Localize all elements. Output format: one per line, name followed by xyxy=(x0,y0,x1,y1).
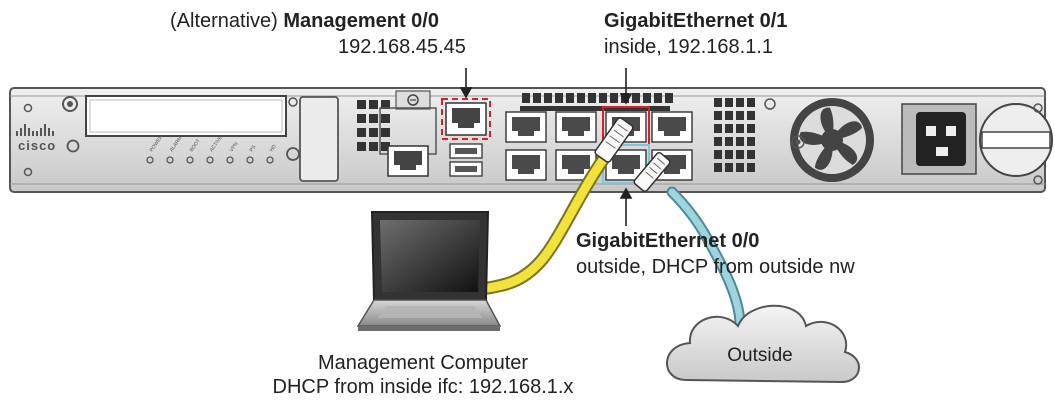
mgmt-name: Management 0/0 xyxy=(283,10,439,32)
mgmt-port-label: (Alternative) Management 0/0 xyxy=(170,10,439,32)
cloud-label: Outside xyxy=(727,345,792,366)
rack-ear-left xyxy=(23,96,78,177)
mgmt-prefix: (Alternative) xyxy=(170,10,284,32)
led-ps xyxy=(246,156,254,164)
cisco-logo: cisco xyxy=(16,124,80,153)
ge00-name: GigabitEthernet 0/0 xyxy=(576,230,759,252)
led-label-vpn: VPN xyxy=(229,141,240,153)
management-0-0-port xyxy=(441,98,491,140)
ge01-name-text: GigabitEthernet 0/1 xyxy=(604,10,788,32)
computer-label-line1: Management Computer xyxy=(317,352,529,374)
data-port-r1-c0 xyxy=(505,149,547,181)
led-boot xyxy=(186,156,194,164)
ge00-name-text: GigabitEthernet 0/0 xyxy=(576,230,760,252)
brand-text: cisco xyxy=(18,138,56,153)
ge01-desc: inside, 192.168.1.1 xyxy=(604,36,774,58)
expansion-slot xyxy=(85,95,300,161)
power-inlet xyxy=(901,103,977,175)
usb-ports xyxy=(449,143,483,177)
fan xyxy=(764,98,874,182)
ge01-name: GigabitEthernet 0/1 xyxy=(604,10,787,32)
computer-label-line2: DHCP from inside ifc: 192.168.1.x xyxy=(272,376,574,398)
console-bezel xyxy=(299,96,339,182)
outside-cloud: Outside xyxy=(666,304,860,384)
data-port-r0-c1 xyxy=(555,111,597,143)
led-label-ps: PS xyxy=(249,144,258,153)
led-vpn xyxy=(226,156,234,164)
data-port-r0-c3 xyxy=(651,111,693,143)
led-power xyxy=(146,156,154,164)
mgmt-port-highlight xyxy=(441,98,491,140)
vent-grill-right xyxy=(714,98,755,172)
mgmt-ip: 192.168.45.45 xyxy=(338,36,466,58)
management-computer-laptop xyxy=(356,211,502,331)
inside-cable xyxy=(481,117,634,295)
vent-grill-left xyxy=(357,100,390,151)
led-active xyxy=(206,156,214,164)
power-switch xyxy=(979,103,1053,185)
outside-cable xyxy=(633,152,746,331)
ground-screw xyxy=(395,90,431,110)
led-alarm xyxy=(166,156,174,164)
callout-arrows xyxy=(459,68,633,226)
data-port-r0-c0 xyxy=(505,111,547,143)
ge00-desc: outside, DHCP from outside nw xyxy=(576,256,855,278)
led-hd xyxy=(266,156,274,164)
console-port xyxy=(387,145,429,177)
led-label-hd: HD xyxy=(269,143,278,153)
